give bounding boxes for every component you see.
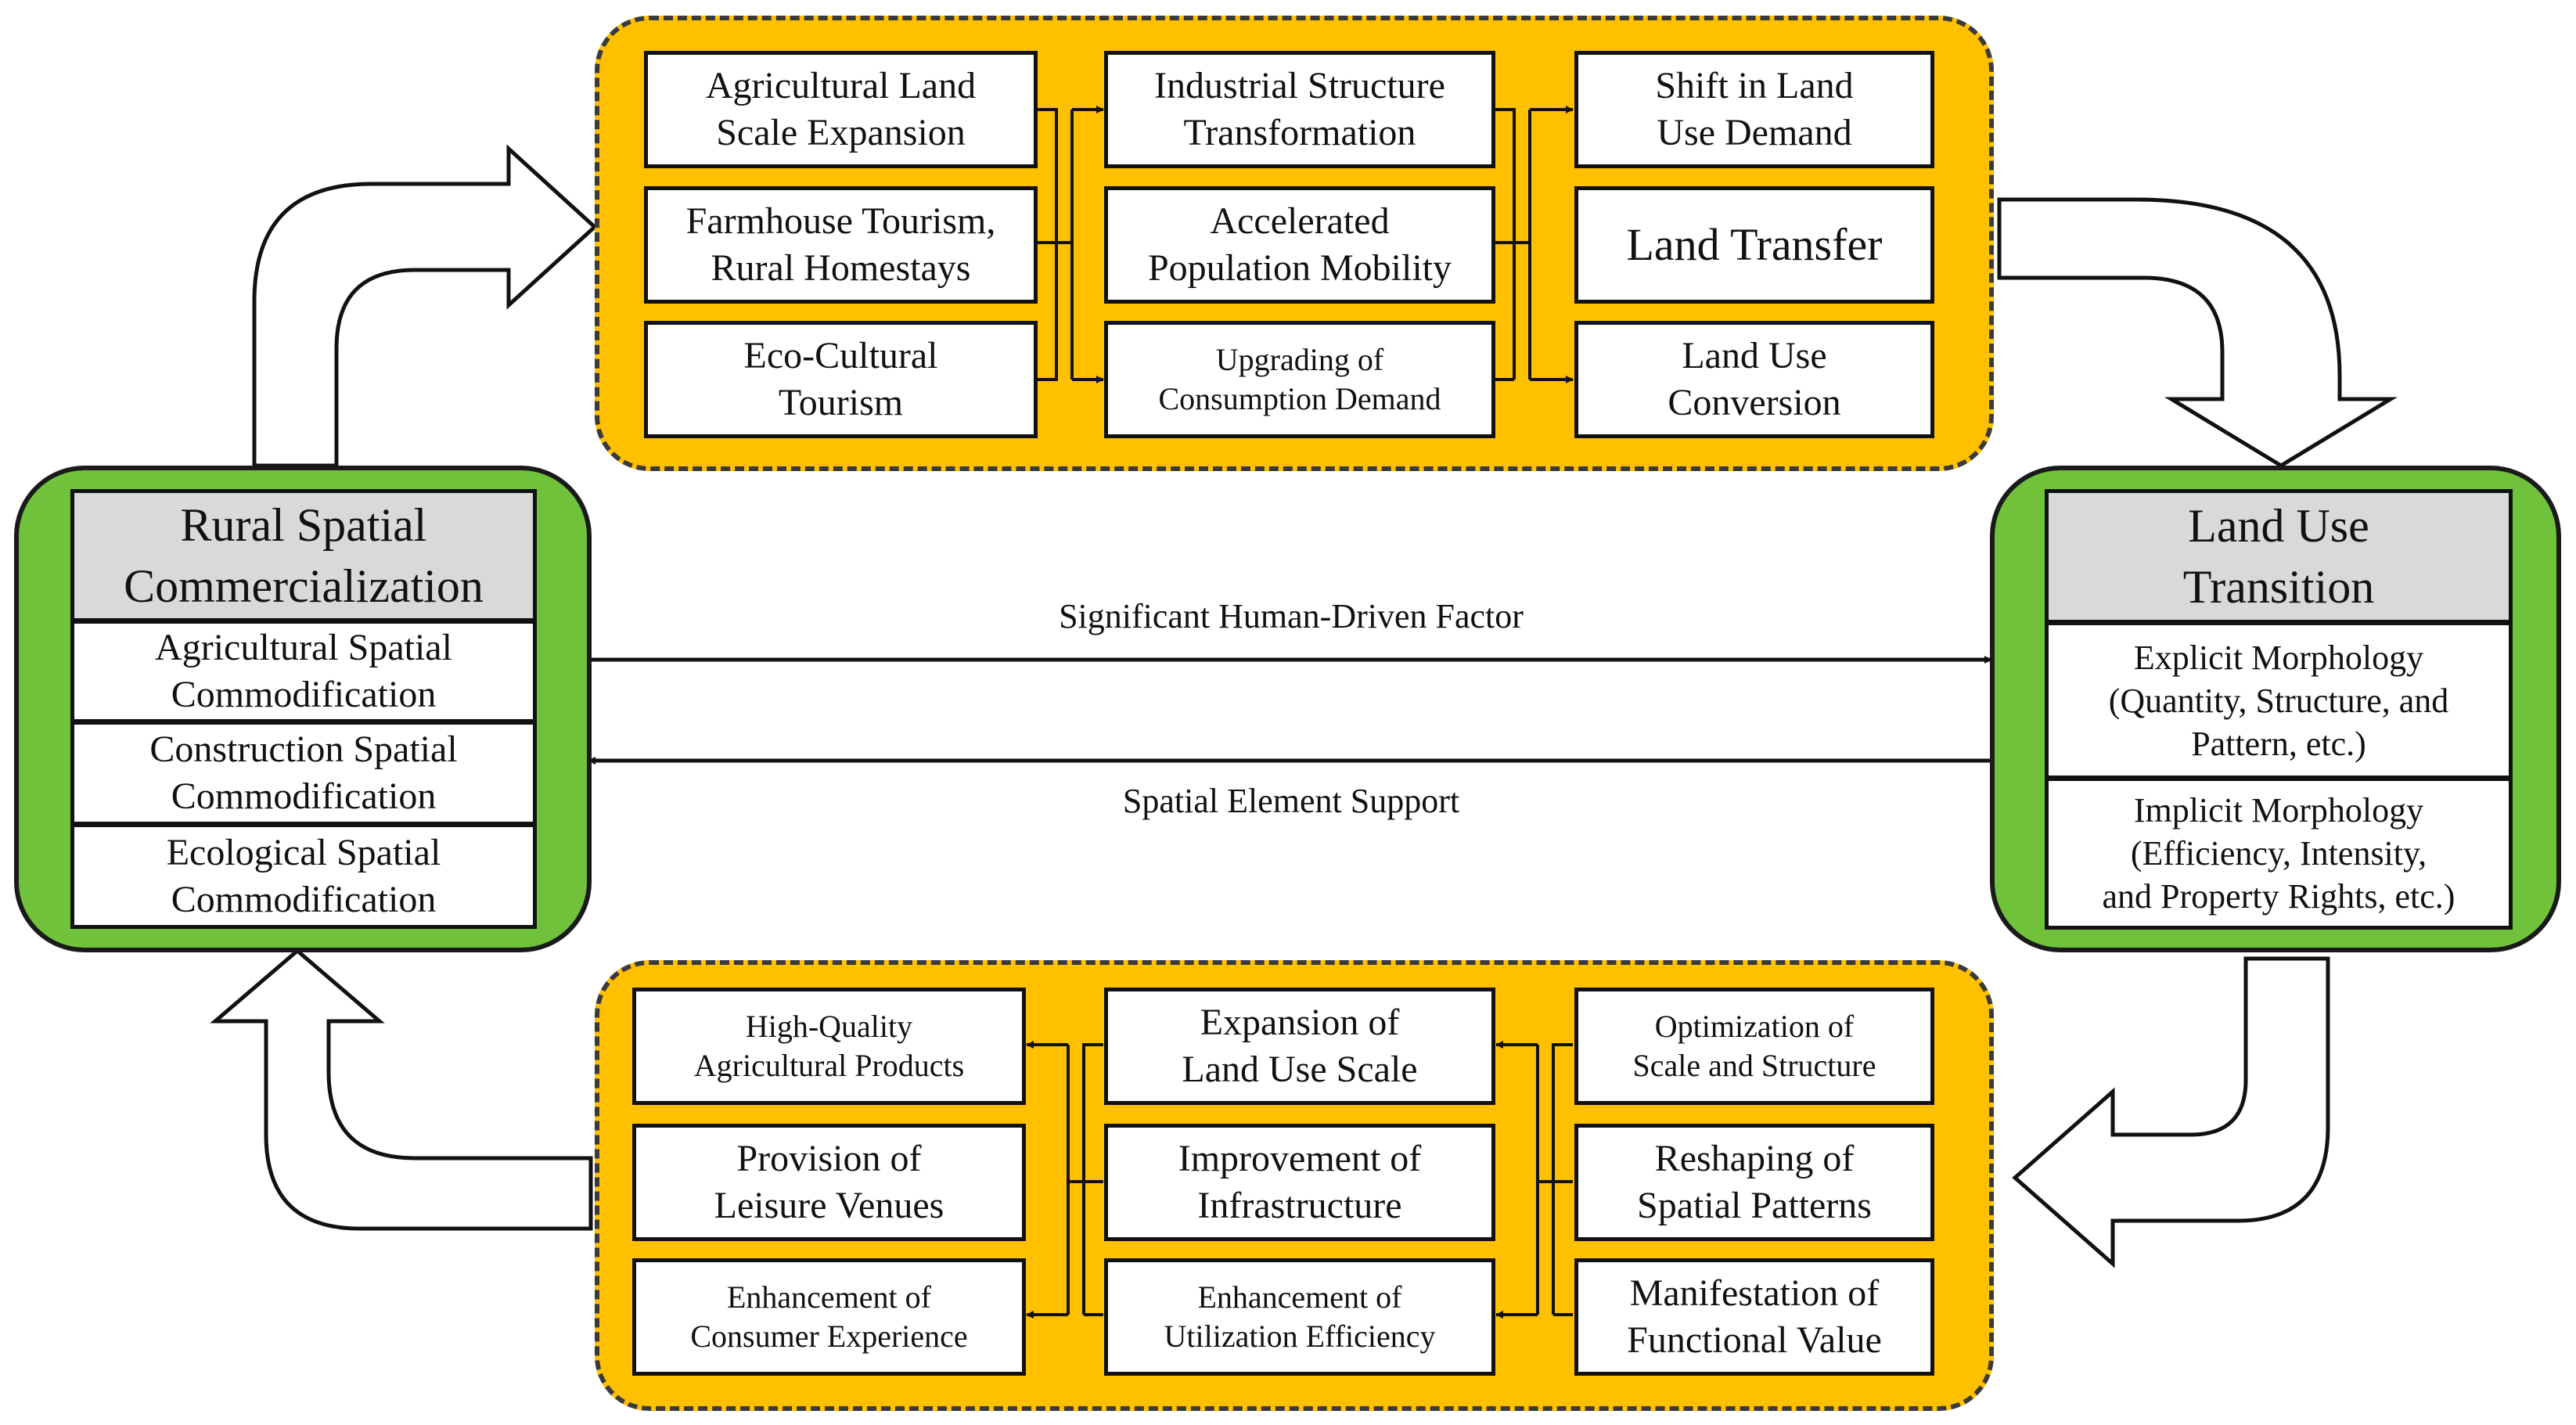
top-box-land-use-demand: Shift in Land Use Demand: [1574, 51, 1934, 168]
backward-link-label: Spatial Element Support: [1122, 782, 1460, 820]
bottom-box-consumer-experience: Enhancement of Consumer Experience: [632, 1258, 1026, 1376]
bottom-box-scale-structure: Optimization of Scale and Structure: [1574, 988, 1934, 1105]
right-node-item-explicit: Explicit Morphology (Quantity, Structure…: [2045, 621, 2513, 779]
top-box-land-transfer: Land Transfer: [1574, 186, 1934, 304]
left-node-title: Rural Spatial Commercialization: [70, 489, 537, 622]
bottom-box-spatial-patterns: Reshaping of Spatial Patterns: [1574, 1124, 1934, 1241]
hollow-arrow-to-left-node: [210, 948, 593, 1231]
left-node-item-ecological: Ecological Spatial Commodification: [70, 823, 537, 929]
bottom-box-functional-value: Manifestation of Functional Value: [1574, 1258, 1934, 1376]
top-box-population-mobility: Accelerated Population Mobility: [1104, 186, 1495, 304]
top-box-farmhouse-tourism: Farmhouse Tourism, Rural Homestays: [644, 186, 1038, 304]
forward-link-label: Significant Human-Driven Factor: [1059, 597, 1524, 635]
right-node-item-implicit: Implicit Morphology (Efficiency, Intensi…: [2045, 777, 2513, 930]
top-box-agri-land-scale: Agricultural Land Scale Expansion: [644, 51, 1038, 168]
left-node-item-construction: Construction Spatial Commodification: [70, 721, 537, 826]
hollow-arrow-to-right-node: [1997, 197, 2398, 468]
top-box-land-use-conversion: Land Use Conversion: [1574, 321, 1934, 438]
bottom-box-infrastructure: Improvement of Infrastructure: [1104, 1124, 1495, 1241]
bottom-box-agri-products: High-Quality Agricultural Products: [632, 988, 1026, 1105]
bottom-box-utilization-efficiency: Enhancement of Utilization Efficiency: [1104, 1258, 1495, 1376]
hollow-arrow-to-bottom-panel: [2012, 956, 2330, 1268]
bottom-box-land-use-scale: Expansion of Land Use Scale: [1104, 988, 1495, 1105]
top-box-industrial-structure: Industrial Structure Transformation: [1104, 51, 1495, 168]
top-box-consumption-demand: Upgrading of Consumption Demand: [1104, 321, 1495, 438]
left-node-item-agricultural: Agricultural Spatial Commodification: [70, 620, 537, 723]
hollow-arrow-to-top-panel: [252, 144, 598, 468]
right-node-title: Land Use Transition: [2045, 489, 2513, 624]
top-box-eco-cultural: Eco-Cultural Tourism: [644, 321, 1038, 438]
bottom-box-leisure-venues: Provision of Leisure Venues: [632, 1124, 1026, 1241]
